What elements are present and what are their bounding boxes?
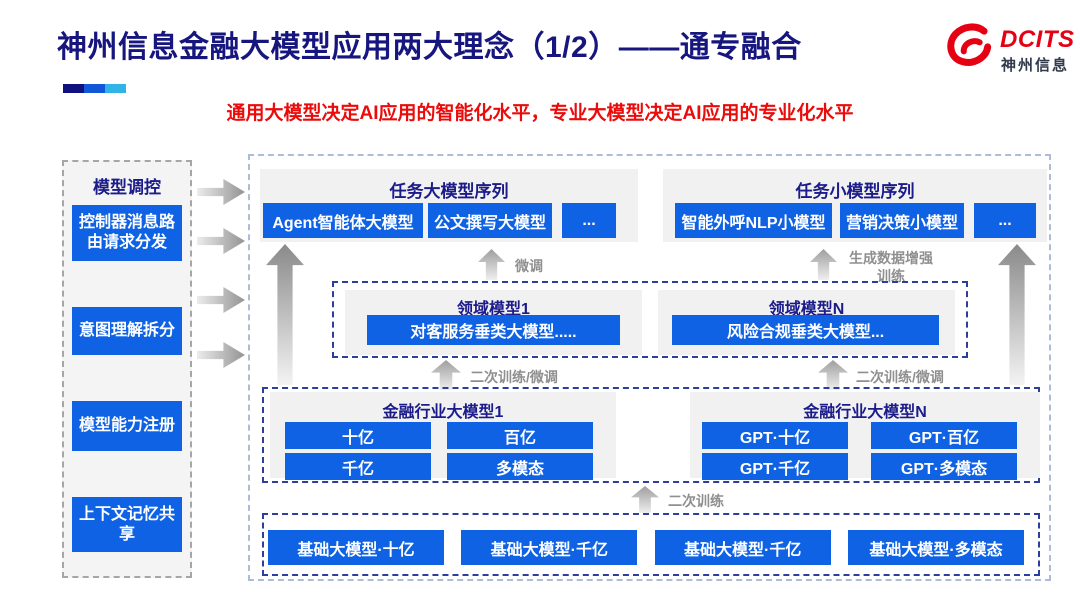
industry-model-1-title: 金融行业大模型1 <box>382 404 504 421</box>
base-models-group <box>262 513 1040 576</box>
logo-swirl-icon <box>947 23 992 66</box>
base-models-row: 基础大模型·十亿 基础大模型·千亿 基础大模型·千亿 基础大模型·多模态 <box>268 530 1024 565</box>
accent-bar-segment <box>63 84 84 93</box>
slide-subtitle: 通用大模型决定AI应用的智能化水平，专业大模型决定AI应用的专业化水平 <box>226 103 854 124</box>
task-small-item-more: ... <box>974 203 1036 238</box>
model-control-title: 模型调控 <box>93 178 161 197</box>
industry-model-n-panel: 金融行业大模型N GPT·十亿 GPT·百亿 GPT·千亿 GPT·多模态 <box>690 392 1040 480</box>
domain-model-1-item: 对客服务垂类大模型..... <box>367 315 620 345</box>
base-model-item: 基础大模型·十亿 <box>268 530 444 565</box>
arrow-right-icon <box>197 179 245 205</box>
industry-1-item: 百亿 <box>447 422 593 449</box>
base-model-item: 基础大模型·千亿 <box>654 530 831 565</box>
sidebar-item-context: 上下文记忆共享 <box>72 497 182 552</box>
industry-n-item: GPT·百亿 <box>871 422 1017 449</box>
task-large-item-agent: Agent智能体大模型 <box>263 203 423 238</box>
base-model-item: 基础大模型·多模态 <box>847 530 1024 565</box>
architecture-panel <box>248 154 1051 581</box>
arrow-right-icon <box>197 228 245 254</box>
finetune-label: 微调 <box>515 258 543 274</box>
sidebar-item-intent: 意图理解拆分 <box>72 307 182 355</box>
sidebar-item-router: 控制器消息路由请求分发 <box>72 205 182 261</box>
task-large-item-doc: 公文撰写大模型 <box>428 203 552 238</box>
industry-n-item: GPT·十亿 <box>702 422 848 449</box>
task-small-title: 任务小模型序列 <box>795 182 915 201</box>
domain-model-1-title: 领域模型1 <box>457 301 530 318</box>
arrow-right-icon <box>197 287 245 313</box>
logo-brand-cn: 神州信息 <box>1001 57 1070 74</box>
industry-1-item: 千亿 <box>285 453 431 480</box>
task-small-item-marketing: 营销决策小模型 <box>840 203 964 238</box>
retrain-label: 二次训练 <box>668 493 724 509</box>
logo-brand-text: DCITS <box>1000 26 1075 53</box>
industry-1-item: 多模态 <box>447 453 593 480</box>
industry-model-n-title: 金融行业大模型N <box>803 404 927 421</box>
augmented-training-label: 生成数据增强训练 <box>849 250 933 284</box>
sidebar-item-register: 模型能力注册 <box>72 401 182 451</box>
retrain-finetune-label-right: 二次训练/微调 <box>856 369 944 385</box>
base-model-item: 基础大模型·千亿 <box>461 530 638 565</box>
model-control-panel: 模型调控 控制器消息路由请求分发 意图理解拆分 模型能力注册 上下文记忆共享 <box>62 160 192 578</box>
dcits-logo: DCITS 神州信息 <box>942 20 1075 76</box>
task-large-title: 任务大模型序列 <box>389 182 509 201</box>
domain-models-group <box>332 281 968 358</box>
task-small-item-nlp: 智能外呼NLP小模型 <box>675 203 832 238</box>
industry-1-item: 十亿 <box>285 422 431 449</box>
industry-n-item: GPT·多模态 <box>871 453 1017 480</box>
page-title: 神州信息金融大模型应用两大理念（1/2）——通专融合 <box>57 31 802 64</box>
industry-n-item: GPT·千亿 <box>702 453 848 480</box>
domain-model-n-item: 风险合规垂类大模型... <box>672 315 939 345</box>
retrain-finetune-label-left: 二次训练/微调 <box>470 369 558 385</box>
accent-bar-segment <box>105 84 126 93</box>
task-large-item-more: ... <box>562 203 616 238</box>
arrow-right-icon <box>197 342 245 368</box>
accent-bar-segment <box>84 84 105 93</box>
accent-bar <box>63 84 126 93</box>
domain-model-n-title: 领域模型N <box>768 301 845 318</box>
industry-model-1-panel: 金融行业大模型1 十亿 百亿 千亿 多模态 <box>270 392 616 480</box>
